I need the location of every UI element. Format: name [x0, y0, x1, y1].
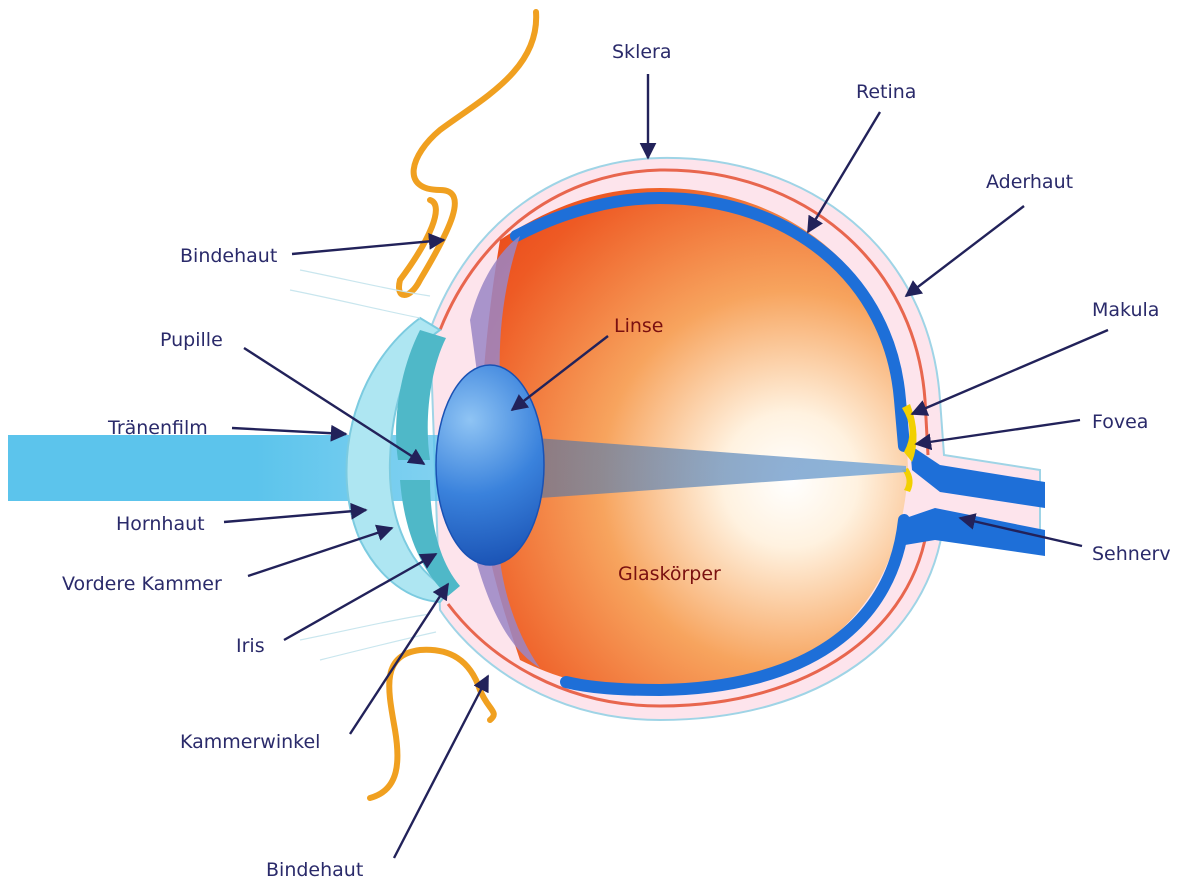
label-linse: Linse: [614, 315, 664, 337]
label-bindehaut-bottom: Bindehaut: [266, 859, 363, 881]
lens: [436, 365, 544, 565]
arrow-kammerwinkel: [350, 584, 448, 734]
label-hornhaut: Hornhaut: [116, 513, 205, 535]
label-bindehaut-top: Bindehaut: [180, 245, 277, 267]
label-fovea: Fovea: [1092, 411, 1148, 433]
label-traenenfilm: Tränenfilm: [107, 417, 208, 439]
label-sklera: Sklera: [612, 41, 672, 63]
arrow-makula: [912, 330, 1108, 414]
label-vordere-kammer: Vordere Kammer: [62, 573, 222, 595]
label-glaskoerper: Glaskörper: [618, 563, 721, 585]
arrow-hornhaut: [224, 510, 366, 522]
label-aderhaut: Aderhaut: [986, 171, 1073, 193]
arrow-bindehaut-bottom: [394, 676, 488, 858]
label-sehnerv: Sehnerv: [1092, 543, 1171, 565]
label-makula: Makula: [1092, 299, 1159, 321]
label-retina: Retina: [856, 81, 916, 103]
lower-eyelid: [370, 650, 494, 798]
arrow-aderhaut: [906, 206, 1024, 296]
arrow-traenenfilm: [232, 428, 346, 434]
label-kammerwinkel: Kammerwinkel: [180, 731, 320, 753]
label-pupille: Pupille: [160, 329, 223, 351]
label-iris: Iris: [236, 635, 265, 657]
